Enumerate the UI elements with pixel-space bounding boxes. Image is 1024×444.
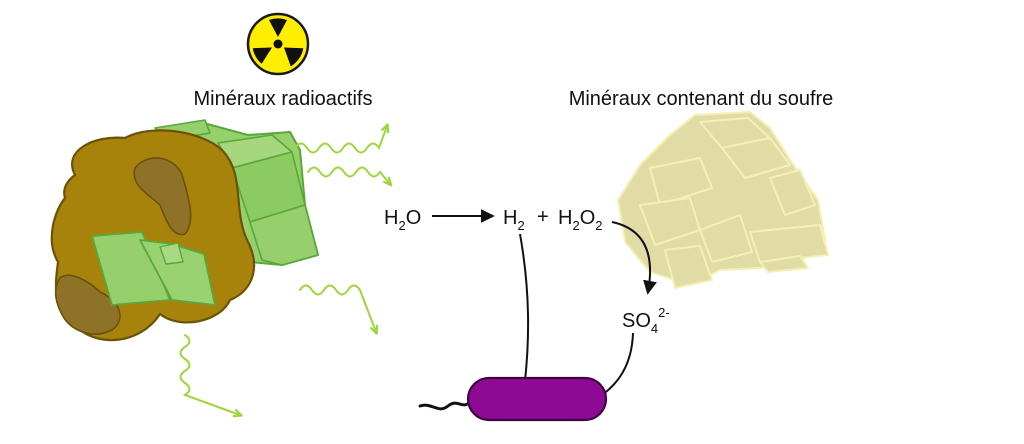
rock-patch-bottom [54, 274, 121, 335]
radioactive-minerals-label: Minéraux radioactifs [194, 88, 373, 110]
peroxide-formula: H2O2 [558, 207, 602, 233]
arrow-peroxide-to-sulfate [611, 221, 657, 295]
bacterium-body [466, 376, 608, 422]
bacterium-flagellum [418, 400, 472, 411]
bacterium [418, 376, 608, 422]
plus-sign: + [537, 206, 549, 228]
radioactive-mineral-cluster [50, 119, 319, 342]
radiation-wave-4 [179, 334, 241, 415]
radiation-wave-2 [307, 166, 390, 185]
sulfur-mineral-cluster [617, 111, 829, 289]
water-formula: H2O [384, 207, 421, 233]
sulfur-minerals-label: Minéraux contenant du soufre [569, 88, 834, 110]
radiation-wave-1 [294, 126, 387, 154]
radiation-waves [179, 126, 391, 415]
radiation-wave-3 [299, 284, 376, 333]
radioactive-crystals-front [91, 231, 216, 306]
hydrogen-formula: H2 [503, 207, 525, 233]
radiation-hazard-icon [246, 12, 310, 76]
arrow-hydrogen-to-bacterium [518, 233, 533, 393]
sulfate-formula: SO42- [622, 305, 670, 336]
rock-patch-top [133, 157, 192, 236]
